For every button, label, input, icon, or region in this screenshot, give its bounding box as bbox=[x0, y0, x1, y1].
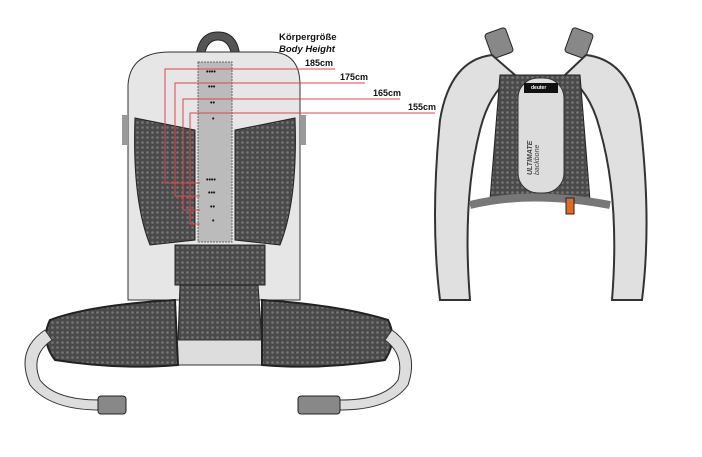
line-165 bbox=[182, 98, 400, 211]
slot-marker-3-lower: ••• bbox=[208, 190, 216, 197]
backbone-line1: ULTIMATE bbox=[527, 140, 534, 175]
slot-marker-4-lower: •••• bbox=[206, 177, 216, 184]
lower-mesh bbox=[177, 284, 263, 341]
slot-marker-4: •••• bbox=[206, 69, 216, 76]
lumbar-pad bbox=[174, 244, 266, 286]
buckle-right bbox=[297, 395, 341, 415]
title-en: Body Height bbox=[279, 44, 335, 55]
height-label-155: 155cm bbox=[408, 102, 437, 112]
right-shoulder-strap bbox=[563, 53, 648, 301]
height-label-165: 165cm bbox=[373, 88, 402, 98]
title-de: Körpergröße bbox=[279, 32, 337, 43]
slot-marker-1-lower: • bbox=[212, 218, 215, 225]
backbone-line2: backbone bbox=[534, 144, 541, 175]
sternum-strap bbox=[469, 193, 611, 209]
left-shoulder-strap bbox=[434, 53, 517, 301]
sizing-ladder bbox=[197, 61, 233, 243]
buckle-left bbox=[97, 395, 127, 415]
height-lines bbox=[164, 68, 435, 225]
brand-logo: deuter bbox=[531, 85, 547, 91]
hip-belt-right bbox=[261, 298, 394, 368]
backbone-plate bbox=[517, 77, 565, 194]
right-shoulder-mesh bbox=[234, 117, 296, 246]
line-175 bbox=[174, 82, 365, 197]
slot-marker-3: ••• bbox=[208, 84, 216, 91]
slot-marker-2: •• bbox=[210, 100, 215, 107]
height-label-185: 185cm bbox=[305, 58, 334, 68]
hip-belt-left bbox=[45, 298, 180, 368]
slot-marker-1: • bbox=[212, 116, 215, 123]
harness-front-view bbox=[434, 27, 648, 301]
height-label-175: 175cm bbox=[340, 72, 369, 82]
left-strap-buckle bbox=[484, 27, 514, 59]
backbone-label: ULTIMATE backbone bbox=[527, 141, 541, 175]
slot-marker-2-lower: •• bbox=[210, 204, 215, 211]
backpack-back-view bbox=[24, 31, 413, 415]
logo-plate bbox=[524, 83, 558, 93]
body-height-title: Körpergröße Body Height bbox=[279, 32, 337, 56]
sternum-buckle bbox=[565, 197, 575, 215]
right-strap-buckle bbox=[564, 27, 594, 59]
line-155 bbox=[189, 112, 435, 225]
